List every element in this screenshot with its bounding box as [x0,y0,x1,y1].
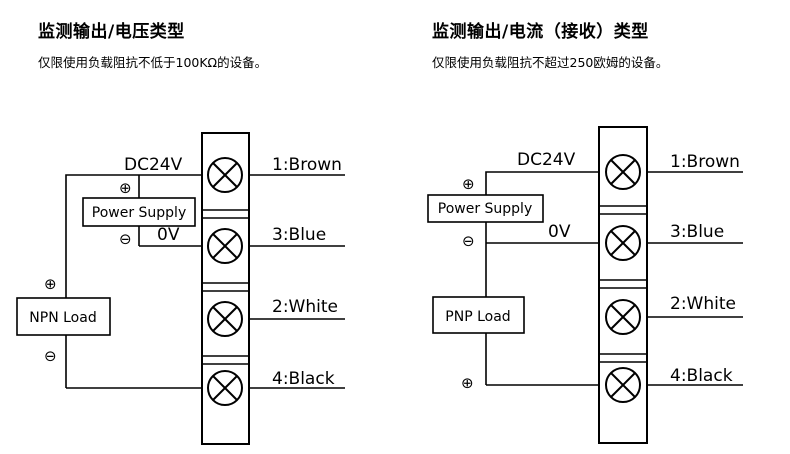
left-terminal-2-icon [207,301,243,337]
left-terminal-4-icon [207,370,243,406]
right-terminal-3-label: 3:Blue [670,222,724,242]
left-terminal-3-label: 3:Blue [272,225,326,245]
right-terminal-3-icon [605,225,641,261]
right-terminal-4-icon [605,367,641,403]
left-power-supply-label: Power Supply [92,205,187,221]
right-load-plus-icon: ⊕ [461,374,474,392]
right-pnp-load-box [432,296,525,334]
left-npn-load-box [16,297,111,336]
right-supply-minus-icon: ⊖ [462,232,475,250]
right-terminal-2-label: 2:White [670,294,736,314]
right-power-supply-box [427,194,544,223]
right-terminal-2-icon [605,299,641,335]
left-supply-plus-icon: ⊕ [119,179,132,197]
left-dc24v-label: DC24V [124,155,183,175]
left-diagram-title: 监测输出/电压类型 [38,22,185,42]
right-diagram: 1:Brown 3:Blue 2:White 4:Black DC24V 0V … [427,126,743,444]
left-load-minus-icon: ⊖ [44,347,57,365]
right-diagram-note: 仅限使用负载阻抗不超过250欧姆的设备。 [432,55,669,70]
left-terminal-2-label: 2:White [272,297,338,317]
left-load-plus-icon: ⊕ [44,275,57,293]
left-supply-minus-icon: ⊖ [119,230,132,248]
right-0v-label: 0V [548,222,571,242]
left-diagram: 1:Brown 3:Blue 2:White 4:Black DC24V 0V … [16,132,345,445]
right-pnp-load-label: PNP Load [445,309,510,325]
left-npn-load-label: NPN Load [29,310,96,326]
left-terminal-1-icon [207,157,243,193]
right-supply-plus-icon: ⊕ [462,175,475,193]
right-terminal-4-label: 4:Black [670,366,733,386]
left-terminal-3-icon [207,228,243,264]
right-diagram-title: 监测输出/电流（接收）类型 [432,22,649,42]
right-terminal-1-label: 1:Brown [670,152,740,172]
right-terminal-1-icon [605,154,641,190]
right-dc24v-label: DC24V [517,150,576,170]
left-terminal-4-label: 4:Black [272,369,335,389]
left-power-supply-box [82,197,196,227]
right-power-supply-label: Power Supply [438,201,533,217]
left-0v-label: 0V [157,225,180,245]
left-diagram-note: 仅限使用负载阻抗不低于100KΩ的设备。 [38,55,268,70]
left-terminal-1-label: 1:Brown [272,155,342,175]
